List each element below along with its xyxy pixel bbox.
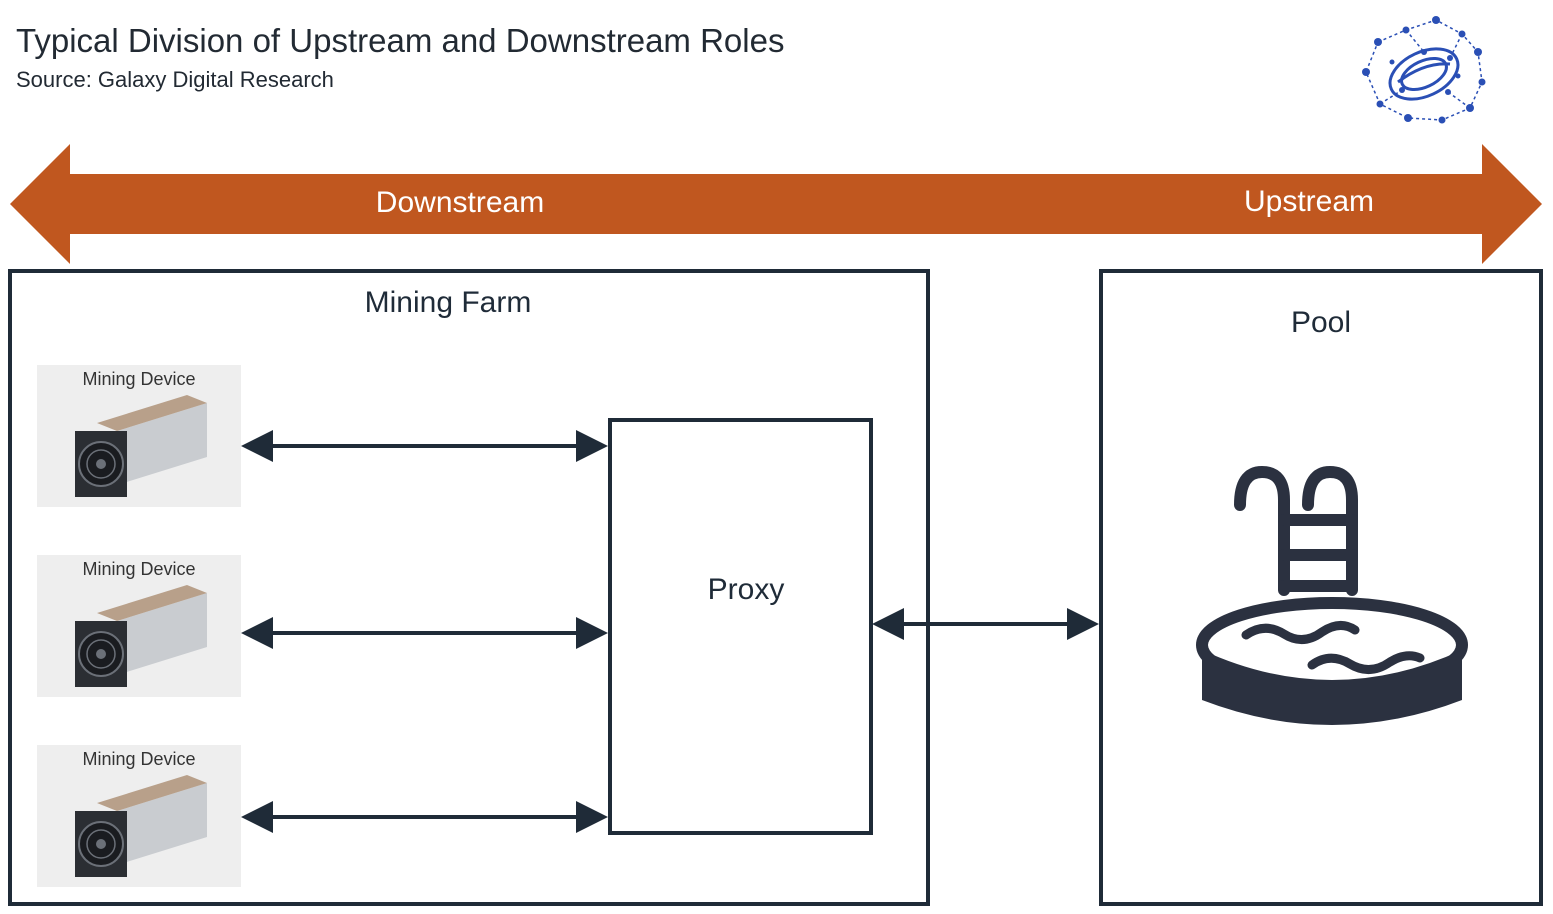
downstream-label: Downstream [375, 186, 545, 219]
mining-device-label: Mining Device [82, 369, 196, 389]
mining-device-label: Mining Device [82, 749, 196, 769]
proxy-box [608, 418, 873, 835]
pool-title: Pool [1290, 306, 1352, 339]
diagram-title: Typical Division of Upstream and Downstr… [16, 22, 785, 59]
proxy-label: Proxy [707, 573, 785, 606]
double-arrow-shape [10, 144, 1542, 264]
mining-device-1: Mining Device [37, 365, 241, 507]
swimming-pool-icon [1196, 465, 1468, 725]
upstream-label: Upstream [1243, 185, 1375, 218]
mining-farm-title: Mining Farm [364, 286, 532, 319]
galaxy-logo-icon [1358, 12, 1490, 135]
mining-farm-box [8, 269, 930, 906]
mining-device-icon [75, 775, 207, 877]
mining-device-icon [75, 585, 207, 687]
mining-device-icon [75, 395, 207, 497]
direction-band [10, 144, 1542, 264]
mining-device-label: Mining Device [82, 559, 196, 579]
diagram-source: Source: Galaxy Digital Research [16, 67, 334, 92]
mining-device-3: Mining Device [37, 745, 241, 887]
mining-device-2: Mining Device [37, 555, 241, 697]
pool-box [1099, 269, 1543, 906]
